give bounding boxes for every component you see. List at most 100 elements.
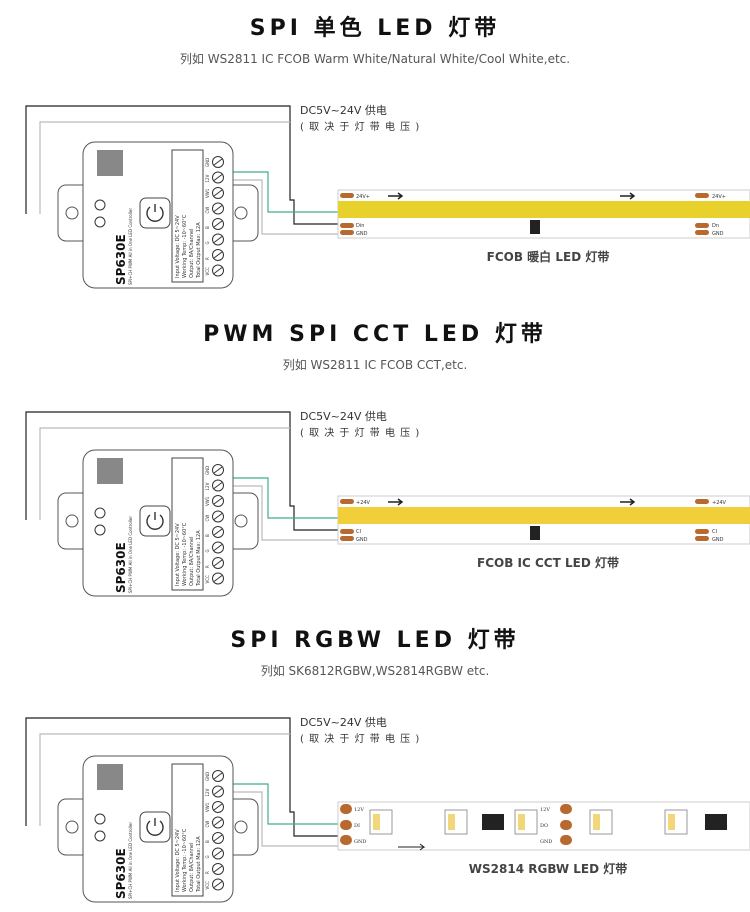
solder-pad (560, 820, 572, 830)
power-button (139, 197, 171, 229)
screw-slot (213, 513, 223, 520)
terminal-screw (94, 813, 106, 825)
ic-chip (530, 220, 540, 234)
solder-pad (340, 193, 354, 198)
pin-label: Din (356, 223, 364, 229)
terminal-screw (94, 216, 106, 228)
section-1: SPI 单色 LED 灯带列如 WS2811 IC FCOB Warm Whit… (0, 0, 750, 300)
strip-label: WS2814 RGBW LED 灯带 (469, 861, 627, 876)
solder-pad (695, 193, 709, 198)
cob-light-band (338, 507, 750, 524)
wire-ground (39, 427, 290, 520)
pin-label: DI (354, 823, 360, 829)
strip-label: FCOB 暖白 LED 灯带 (487, 249, 610, 264)
screw-slot (213, 788, 223, 795)
screw-hole-icon (65, 514, 79, 528)
solder-pad (340, 230, 354, 235)
screw-slot (213, 834, 223, 842)
power-supply-label: DC5V~24V 供电 (300, 715, 387, 729)
wire-ground (39, 733, 290, 826)
warm-white-segment (518, 814, 525, 830)
solder-pad (695, 230, 709, 235)
section-subtitle: 列如 WS2811 IC FCOB Warm White/Natural Whi… (179, 52, 571, 66)
solder-pad (340, 835, 352, 845)
terminal-label: 12V (205, 788, 210, 796)
pin-label: CI (356, 529, 361, 535)
qr-code-icon (97, 764, 123, 790)
pin-label: CI (712, 529, 717, 535)
terminal-label: VW1 (205, 802, 210, 812)
screw-slot (213, 528, 223, 536)
direction-arrow-icon (620, 192, 636, 200)
screw-slot (213, 174, 223, 181)
power-supply-note: ( 取 决 于 灯 带 电 压 ) (300, 732, 420, 745)
section-title: SPI 单色 LED 灯带 (249, 16, 501, 41)
controller-description: SPI+CH PWM All in One LED Controller (128, 208, 133, 285)
controller-model: SP630E (114, 234, 128, 285)
pin-label: GND (712, 231, 724, 237)
terminal-label: GND (205, 466, 210, 475)
controller-description: SPI+CH PWM All in One LED Controller (128, 822, 133, 899)
controller-spec: Output: 8A/Channel (189, 843, 195, 892)
terminal-label: 12V (205, 174, 210, 182)
wire-power-positive (25, 411, 340, 531)
controller-spec: Input Voltage: DC 5~24V (175, 829, 181, 892)
direction-arrow-icon (398, 843, 426, 851)
screw-slot (213, 189, 223, 197)
solder-pad (340, 820, 352, 830)
direction-arrow-icon (388, 498, 404, 506)
terminal-label: GND (205, 158, 210, 167)
terminal-screw (94, 830, 106, 842)
terminal-label: VCC (205, 881, 210, 890)
direction-arrow-icon (620, 498, 636, 506)
wire-power-positive (25, 717, 340, 837)
solder-pad (695, 529, 709, 534)
screw-slot (213, 497, 223, 505)
terminal-label: R (205, 565, 210, 568)
solder-pad (695, 223, 709, 228)
solder-pad (340, 499, 354, 504)
screw-slot (213, 544, 223, 551)
power-button (139, 811, 171, 843)
terminal-label: G (205, 241, 210, 244)
terminal-label: CW (205, 207, 210, 214)
terminal-screw (94, 524, 106, 536)
power-icon (146, 512, 164, 530)
screw-hole-icon (65, 206, 79, 220)
terminal-label: 12V (205, 482, 210, 490)
screw-slot (213, 772, 223, 780)
controller-description: SPI+CH PWM All in One LED Controller (128, 516, 133, 593)
section-subtitle: 列如 SK6812RGBW,WS2814RGBW etc. (260, 664, 490, 678)
wire-gnd-strip (230, 485, 340, 541)
solder-pad (560, 835, 572, 845)
power-icon (146, 818, 164, 836)
terminal-label: VCC (205, 575, 210, 584)
screw-slot (213, 251, 223, 259)
terminal-label: CW (205, 821, 210, 828)
ic-chip (482, 814, 504, 830)
pin-label: 12V (540, 807, 550, 813)
power-supply-note: ( 取 决 于 灯 带 电 压 ) (300, 426, 420, 439)
power-supply-note: ( 取 决 于 灯 带 电 压 ) (300, 120, 420, 133)
direction-arrow-icon (388, 192, 404, 200)
controller-spec: Total Output Max: 12A (196, 836, 202, 893)
power-supply-label: DC5V~24V 供电 (300, 409, 387, 423)
pin-label: Dn (712, 223, 719, 229)
pin-label: +24V (712, 500, 727, 506)
controller-spec: Input Voltage: DC 5~24V (175, 215, 181, 278)
screw-slot (213, 236, 223, 243)
screw-hole-icon (234, 514, 248, 528)
section-2: PWM SPI CCT LED 灯带列如 WS2811 IC FCOB CCT,… (0, 306, 750, 606)
warm-white-segment (448, 814, 455, 830)
warm-white-segment (373, 814, 380, 830)
power-icon (146, 204, 164, 222)
screw-slot (213, 482, 223, 489)
wire-gnd-strip (230, 791, 340, 847)
controller-spec: Working Temp: -10~60°C (182, 214, 188, 278)
solder-pad (695, 536, 709, 541)
wire-ground (39, 121, 290, 214)
cob-light-band (338, 201, 750, 218)
strip-label: FCOB IC CCT LED 灯带 (477, 555, 619, 570)
